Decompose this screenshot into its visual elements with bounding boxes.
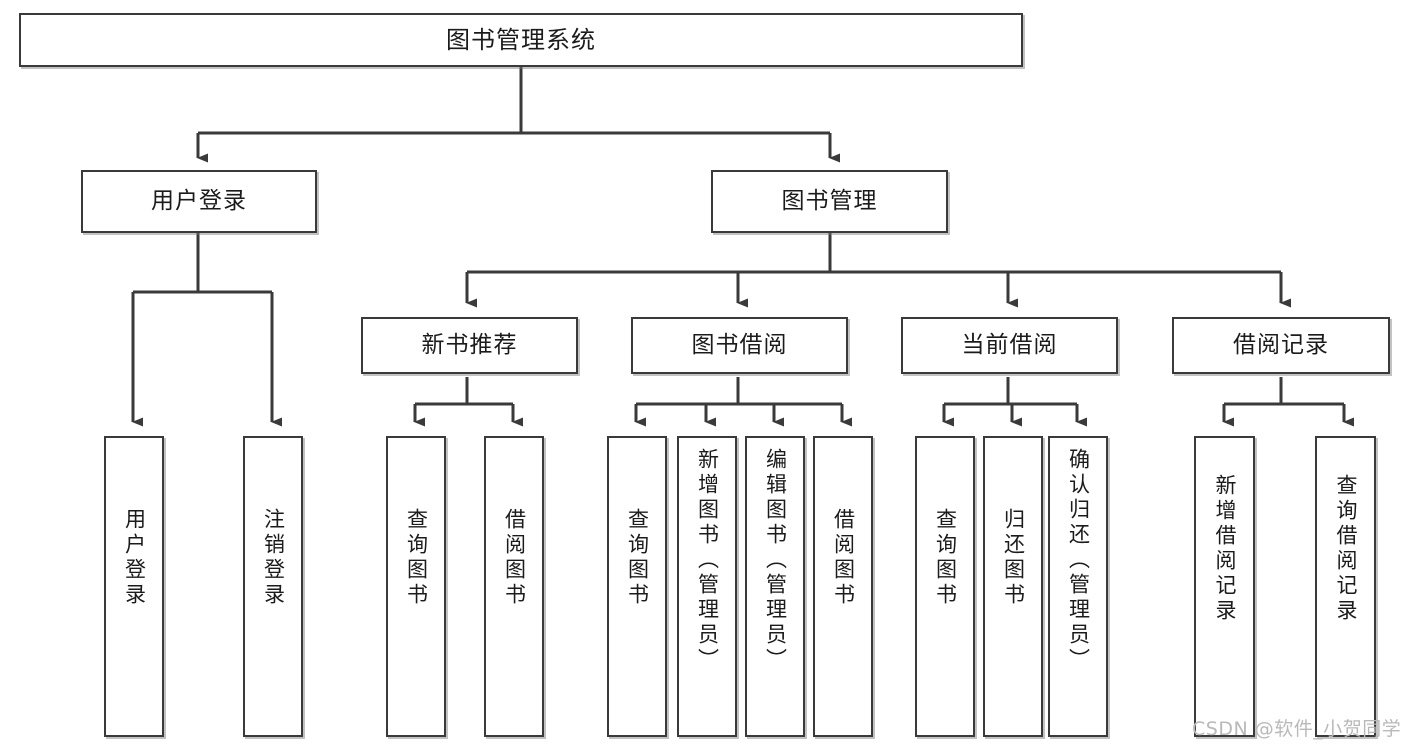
node-leaf-add-book[interactable]: 新增图书（管理员） <box>677 436 737 737</box>
node-label: 编辑图书（管理员） <box>763 448 788 673</box>
node-leaf-user-login[interactable]: 用户登录 <box>104 436 164 737</box>
node-label: 新书推荐 <box>421 331 518 358</box>
node-root-book-management-system[interactable]: 图书管理系统 <box>19 13 1023 67</box>
node-leaf-borrow-book-1[interactable]: 借阅图书 <box>484 436 544 737</box>
node-book-management[interactable]: 图书管理 <box>711 170 948 233</box>
node-leaf-query-record[interactable]: 查询借阅记录 <box>1315 436 1376 737</box>
node-leaf-confirm-return[interactable]: 确认归还（管理员） <box>1048 436 1108 737</box>
node-label: 查询图书 <box>404 508 429 608</box>
node-leaf-logout[interactable]: 注销登录 <box>243 436 303 737</box>
node-leaf-query-book-1[interactable]: 查询图书 <box>386 436 446 737</box>
node-new-book-recommend[interactable]: 新书推荐 <box>361 317 578 374</box>
node-label: 图书管理系统 <box>446 25 596 54</box>
node-user-login[interactable]: 用户登录 <box>81 170 317 233</box>
node-book-borrow[interactable]: 图书借阅 <box>631 317 848 374</box>
node-leaf-edit-book[interactable]: 编辑图书（管理员） <box>745 436 805 737</box>
node-label: 查询图书 <box>625 508 650 608</box>
node-label: 用户登录 <box>151 187 247 214</box>
node-current-borrow[interactable]: 当前借阅 <box>901 317 1118 374</box>
node-label: 图书管理 <box>781 187 878 214</box>
node-label: 借阅图书 <box>502 508 527 608</box>
node-label: 当前借阅 <box>961 331 1058 358</box>
node-leaf-query-book-3[interactable]: 查询图书 <box>915 436 975 737</box>
node-leaf-return-book[interactable]: 归还图书 <box>983 436 1043 737</box>
csdn-watermark: CSDN @软件_小贺同学 <box>1192 718 1402 740</box>
node-label: 图书借阅 <box>691 331 788 358</box>
node-label: 确认归还（管理员） <box>1066 448 1091 673</box>
node-label: 新增借阅记录 <box>1213 474 1237 624</box>
node-leaf-add-record[interactable]: 新增借阅记录 <box>1194 436 1255 737</box>
node-label: 归还图书 <box>1001 508 1026 608</box>
node-borrow-record[interactable]: 借阅记录 <box>1172 317 1390 374</box>
node-leaf-borrow-book-2[interactable]: 借阅图书 <box>813 436 873 737</box>
node-label: 用户登录 <box>122 508 147 608</box>
node-label: 借阅图书 <box>831 508 856 608</box>
node-label: 注销登录 <box>261 508 286 608</box>
node-label: 借阅记录 <box>1233 331 1329 358</box>
node-label: 查询图书 <box>933 508 958 608</box>
node-leaf-query-book-2[interactable]: 查询图书 <box>607 436 667 737</box>
node-label: 新增图书（管理员） <box>695 448 720 673</box>
node-label: 查询借阅记录 <box>1334 474 1358 624</box>
